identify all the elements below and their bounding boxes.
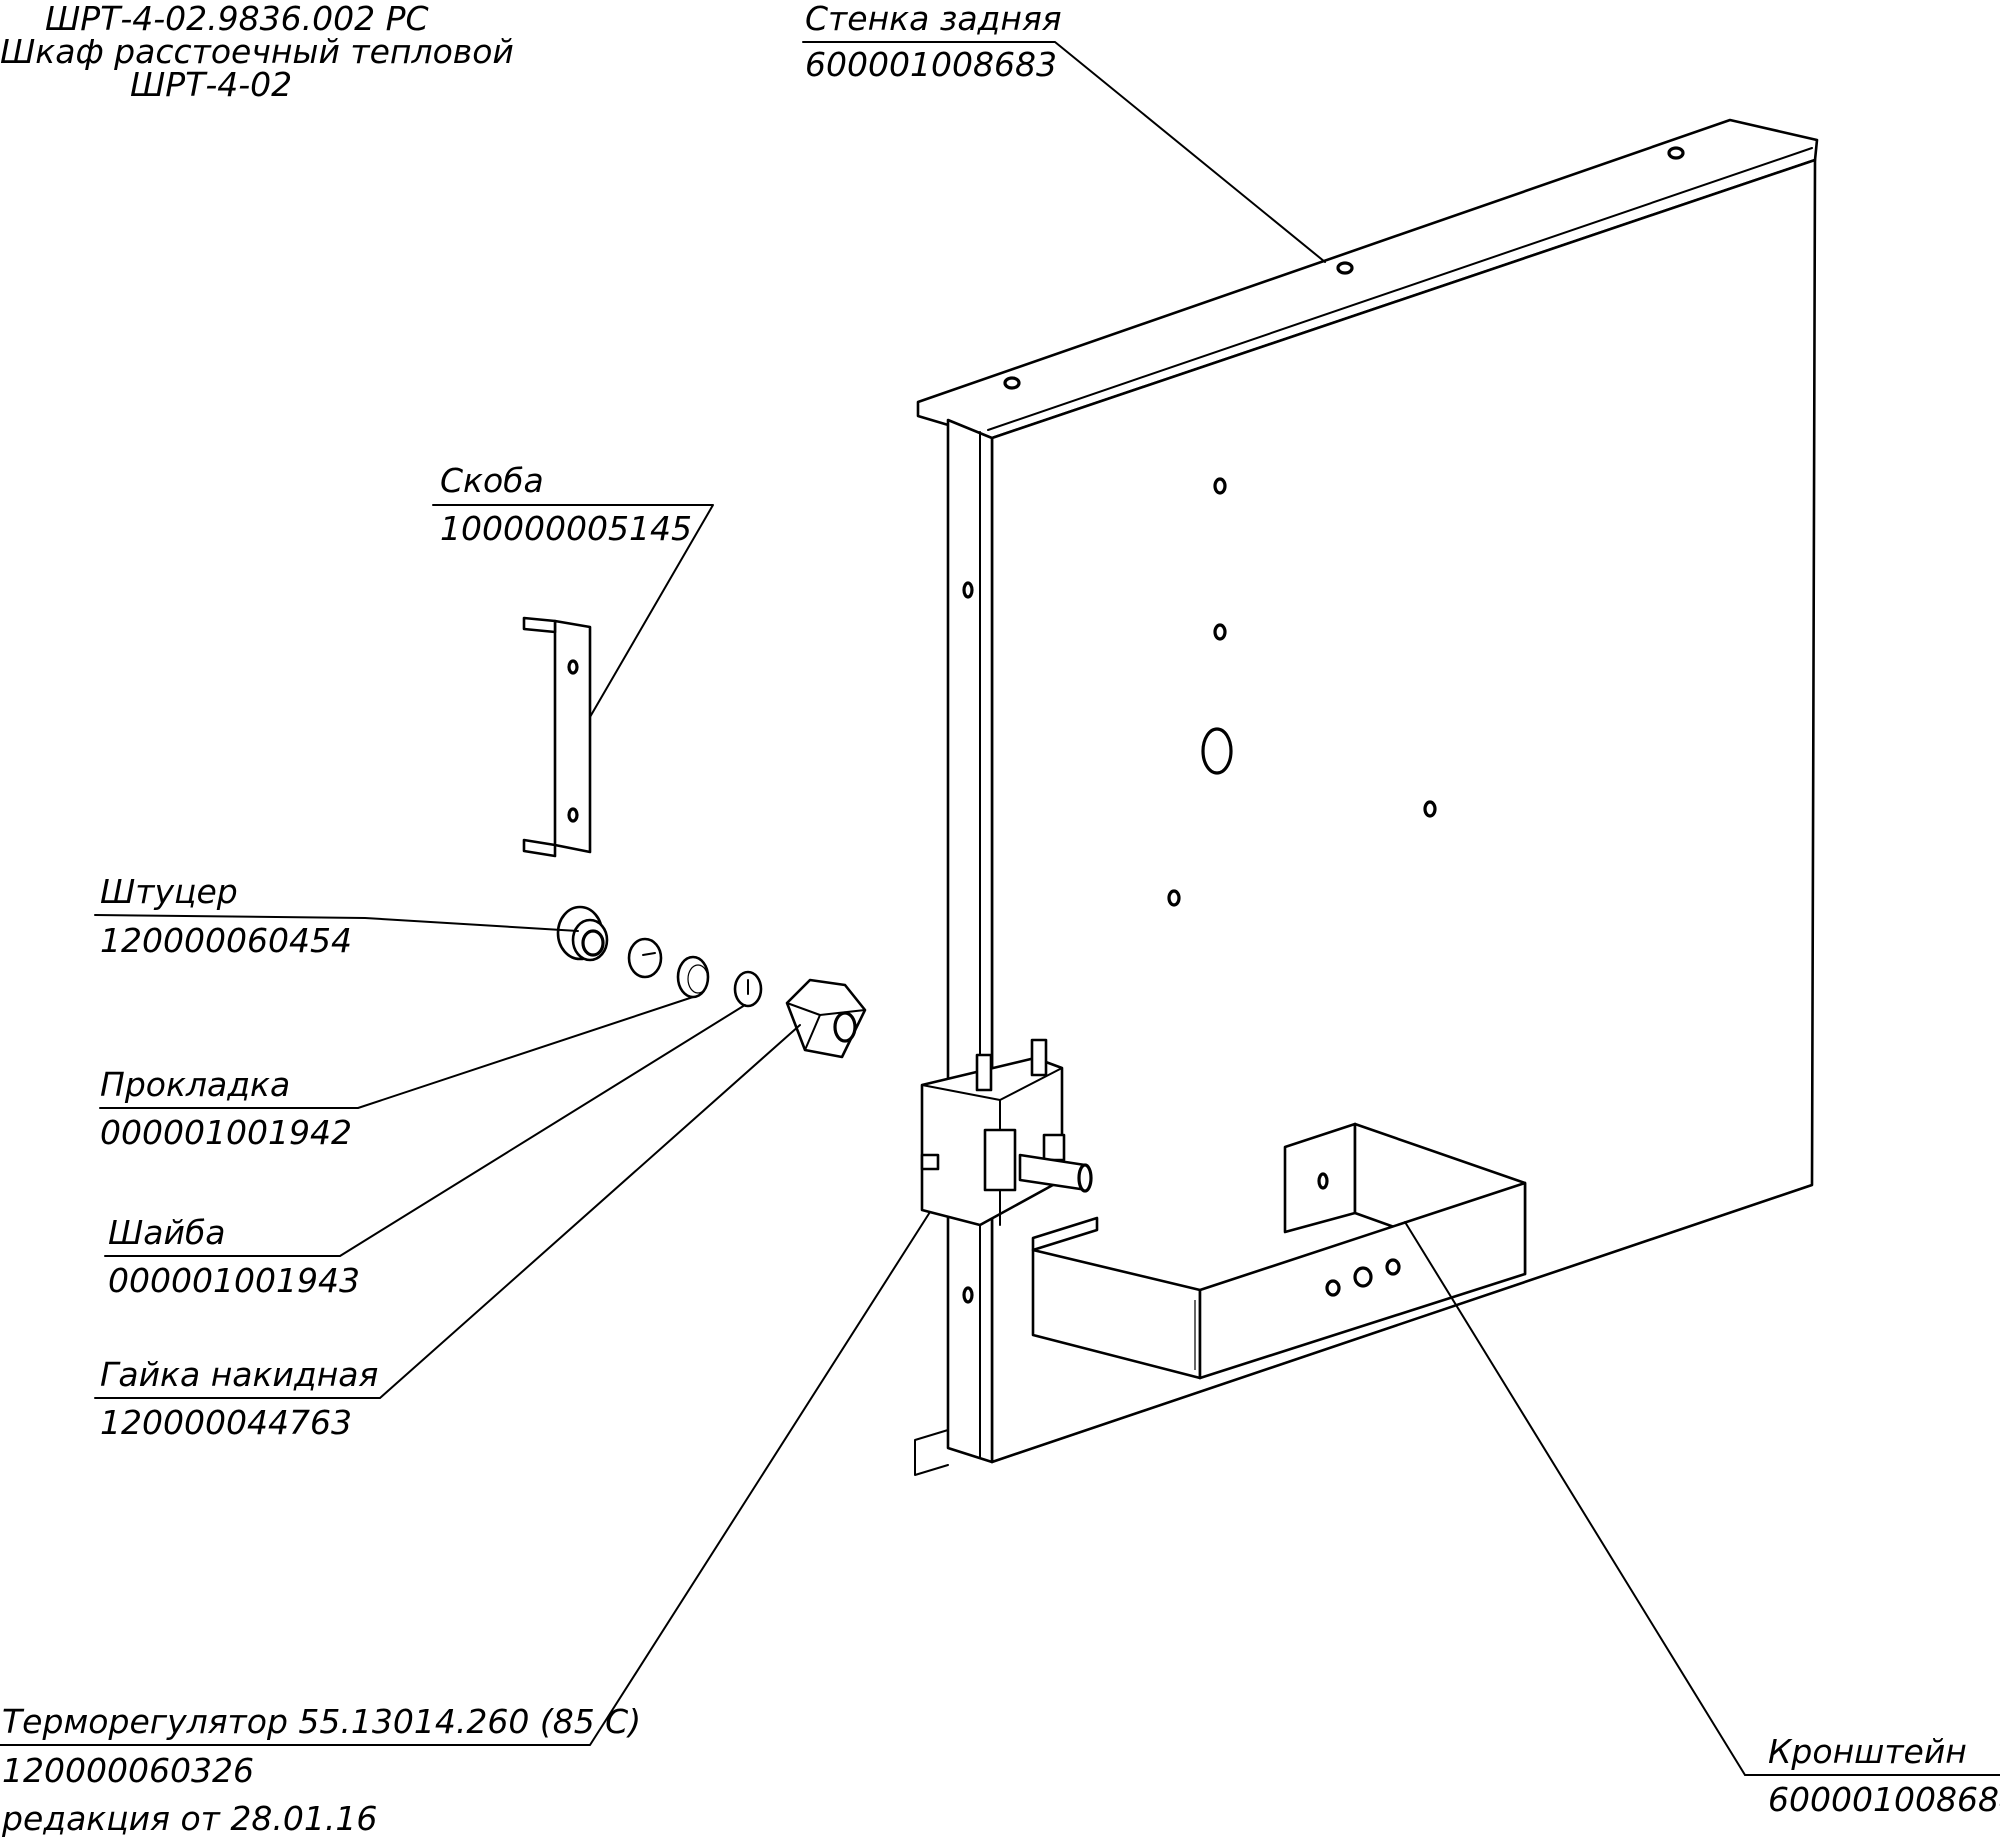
callout-thermostat: Терморегулятор 55.13014.260 (85 С) 12000… (2, 1702, 641, 1790)
bracket-hole (1317, 1172, 1329, 1190)
callout-union-nut: Гайка накидная 120000044763 (100, 1355, 378, 1442)
callout-name: Стенка задняя (805, 0, 1062, 38)
callout-code: 120000044763 (100, 1403, 352, 1442)
callout-code: 600001008684 (1768, 1780, 2000, 1819)
clip-hole (567, 659, 579, 675)
callout-code: 600001008683 (805, 45, 1057, 84)
callout-name: Скоба (440, 461, 544, 500)
callout-name: Шайба (108, 1213, 226, 1252)
callout-bracket-clip: Скоба 100000005145 (440, 461, 692, 548)
callout-name: Кронштейн (1768, 1732, 1967, 1771)
gasket-ring (627, 937, 663, 979)
side-hole (962, 581, 974, 599)
title-block: ШРТ-4-02.9836.002 РС Шкаф расстоечный те… (0, 0, 514, 104)
callout-code: 000001001942 (100, 1113, 352, 1152)
gasket-part (676, 955, 710, 999)
face-large-hole (1201, 727, 1233, 775)
callout-name: Штуцер (100, 872, 238, 911)
callout-name: Гайка накидная (100, 1355, 378, 1394)
mount-bracket (1031, 1122, 1527, 1380)
callout-code: 120000060454 (100, 921, 352, 960)
face-hole (1213, 623, 1227, 641)
side-hole (962, 1286, 974, 1304)
callout-name: Прокладка (100, 1065, 290, 1104)
callout-code: 000001001943 (108, 1261, 360, 1300)
model-name: ШРТ-4-02 (130, 65, 292, 104)
thermostat (920, 1038, 1093, 1227)
callout-name: Терморегулятор 55.13014.260 (85 С) (2, 1702, 641, 1741)
face-hole (1167, 889, 1181, 907)
bracket-hole (1353, 1266, 1373, 1288)
callout-fitting: Штуцер 120000060454 (100, 872, 352, 960)
flange-hole (1667, 146, 1685, 160)
revision-note: редакция от 28.01.16 (1, 1799, 377, 1838)
face-hole (1423, 800, 1437, 818)
union-nut-part (785, 978, 867, 1059)
callout-gasket: Прокладка 000001001942 (100, 1065, 352, 1152)
callout-washer: Шайба 000001001943 (108, 1213, 360, 1300)
callout-code: 120000060326 (2, 1751, 254, 1790)
callout-back-wall: Стенка задняя 600001008683 (805, 0, 1062, 84)
callout-mount-bracket: Кронштейн 600001008684 (1768, 1732, 2000, 1819)
bracket-hole (1385, 1258, 1401, 1276)
flange-hole (1003, 376, 1021, 390)
washer-part (733, 970, 763, 1008)
doc-code: ШРТ-4-02.9836.002 РС (45, 0, 429, 38)
face-hole (1213, 477, 1227, 495)
callout-code: 100000005145 (440, 509, 692, 548)
flange-hole (1336, 261, 1354, 275)
leader-lines (0, 41, 2000, 1776)
doc-name: Шкаф расстоечный тепловой (0, 32, 514, 71)
panel-bottom-foot (914, 1429, 949, 1476)
bracket-clip (522, 616, 592, 858)
clip-hole (567, 807, 579, 823)
fitting-part (556, 905, 609, 962)
back-wall-panel (914, 118, 1819, 1476)
panel-side-flange (946, 418, 994, 1464)
bracket-hole (1325, 1279, 1341, 1297)
